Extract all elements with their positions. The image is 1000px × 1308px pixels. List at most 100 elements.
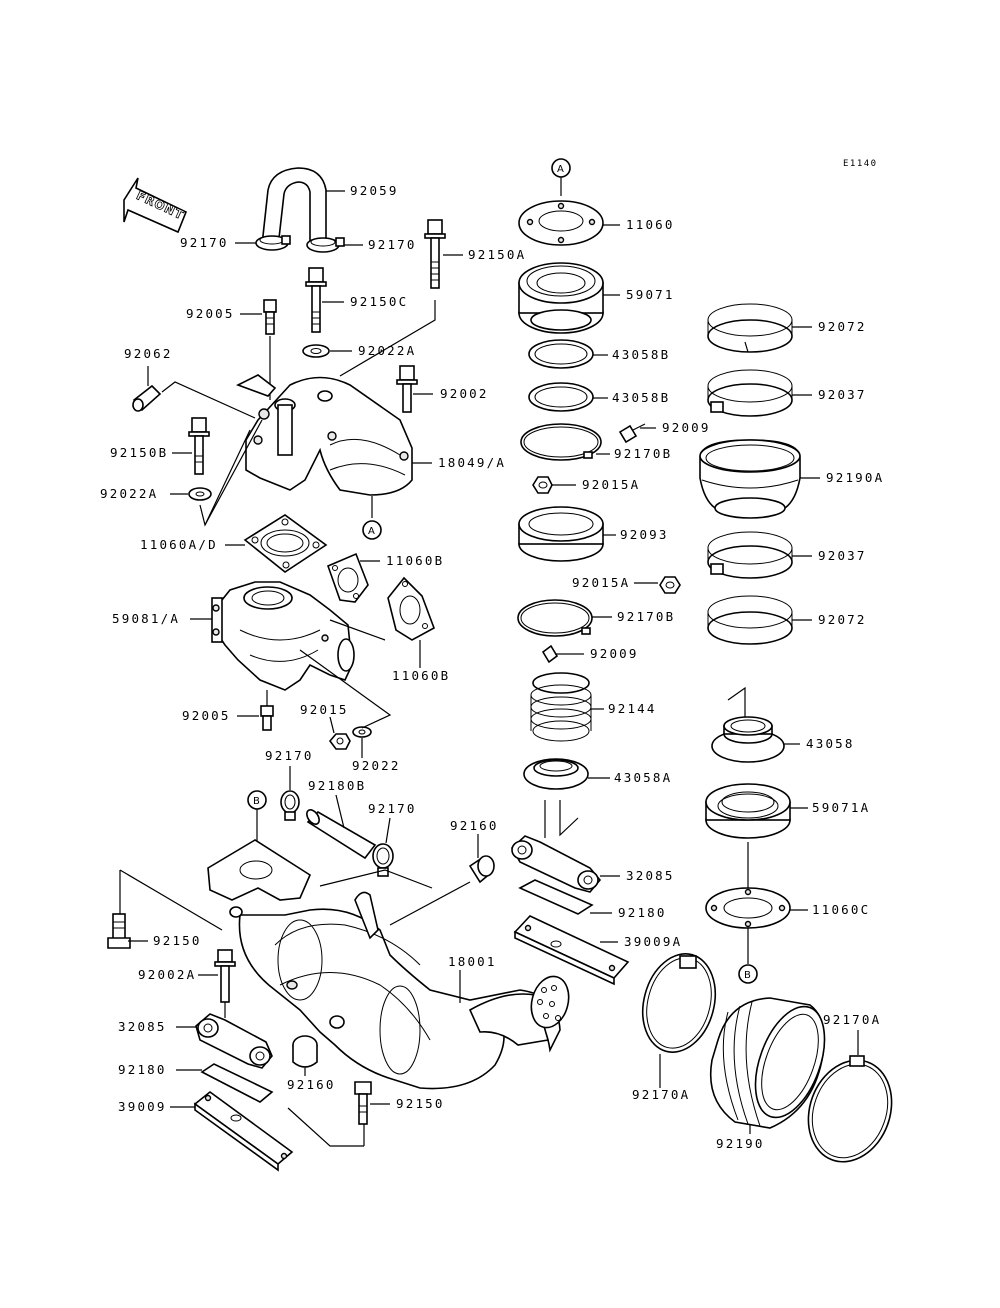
nut-92015A-bottom-part	[659, 576, 681, 594]
label-59071A: 59071A	[812, 800, 870, 815]
label-92190A: 92190A	[826, 470, 884, 485]
label-92190: 92190	[716, 1136, 765, 1151]
bolt-92150-left-part	[107, 913, 131, 949]
front-arrow-icon: FRONT	[123, 177, 188, 234]
bolt-92002A-part	[214, 949, 236, 1003]
label-92062: 92062	[124, 346, 173, 361]
label-92015: 92015	[300, 702, 349, 717]
clamp-92037-bottom-part	[707, 531, 793, 579]
label-92180-right: 92180	[618, 905, 667, 920]
label-92150C: 92150C	[350, 294, 408, 309]
marker-a-top-label: A	[557, 164, 564, 175]
label-92005-top: 92005	[186, 306, 235, 321]
shim-92180-right-part	[518, 879, 594, 915]
label-92170-right: 92170	[368, 237, 417, 252]
label-92144: 92144	[608, 701, 657, 716]
clamp-92037-top-part	[707, 369, 793, 417]
washer-92022A-top-part	[302, 344, 330, 358]
retainer-92093-part	[518, 506, 604, 562]
clamp-92170-mid1-part	[280, 790, 300, 821]
label-92002: 92002	[440, 386, 489, 401]
label-43058: 43058	[806, 736, 855, 751]
clamp-92170A-left-part	[642, 953, 716, 1053]
gasket-11060AD-part	[243, 514, 328, 573]
label-43058B-1: 43058B	[612, 347, 670, 362]
clamp-92170-mid2-part	[372, 843, 394, 877]
label-92170A-right: 92170A	[823, 1012, 881, 1027]
rubber-mount-92160-top-part	[468, 855, 495, 884]
rubber-mount-92160-bottom-part	[292, 1035, 318, 1068]
label-92059: 92059	[350, 183, 399, 198]
nut-92015-part	[328, 733, 351, 750]
gasket-11060B-bottom-part	[387, 576, 435, 641]
bolt-92002-part	[396, 365, 418, 413]
label-11060: 11060	[626, 217, 675, 232]
label-92160-top: 92160	[450, 818, 499, 833]
label-18049A: 18049/A	[438, 455, 506, 470]
hose-92180B-part	[306, 809, 377, 860]
label-92170B-bottom: 92170B	[617, 609, 675, 624]
label-92037-top: 92037	[818, 387, 867, 402]
gasket-11060C-part	[705, 887, 791, 929]
marker-a-mid	[362, 520, 382, 540]
bolt-92150B-part	[188, 417, 210, 475]
clamp-92170-left-part	[255, 235, 291, 251]
label-92170B-top: 92170B	[614, 446, 672, 461]
label-92009-top: 92009	[662, 420, 711, 435]
label-92015A-bottom: 92015A	[572, 575, 630, 590]
muffler-18001-part	[207, 839, 570, 1090]
label-92002A: 92002A	[138, 967, 196, 982]
gasket-11060-part	[518, 200, 604, 246]
label-92072-top: 92072	[818, 319, 867, 334]
label-92005-bottom: 92005	[182, 708, 231, 723]
band-92072-bottom-part	[707, 595, 793, 645]
housing-59071-part	[518, 262, 604, 334]
clamp-92170-right-part	[306, 237, 345, 253]
seal-43058-part	[711, 716, 785, 763]
screw-92009-bottom-part	[541, 644, 568, 664]
label-92170-left: 92170	[180, 235, 229, 250]
housing-59071A-part	[705, 783, 791, 839]
boot-92190-part	[709, 997, 826, 1129]
clamp-92170B-top-part	[520, 423, 602, 461]
label-18001: 18001	[448, 954, 497, 969]
nut-92015A-top-part	[532, 476, 553, 494]
label-92170-mid1: 92170	[265, 748, 314, 763]
seal-43058A-part	[523, 758, 589, 790]
label-32085-left: 32085	[118, 1019, 167, 1034]
spring-92144-part	[530, 672, 592, 742]
label-92022: 92022	[352, 758, 401, 773]
label-11060C: 11060C	[812, 902, 870, 917]
seal-43058B-2-part	[528, 382, 594, 412]
bolt-92150A-part	[424, 219, 446, 289]
clamp-92170B-bottom-part	[517, 599, 593, 637]
label-11060B-bottom: 11060B	[392, 668, 450, 683]
seal-43058B-1-part	[528, 339, 594, 369]
diagram-code: E1140	[843, 159, 878, 169]
marker-b-left-label: B	[253, 796, 260, 807]
label-92015A-top: 92015A	[582, 477, 640, 492]
gasket-11060B-top-part	[326, 552, 369, 603]
label-92160-bottom: 92160	[287, 1077, 336, 1092]
label-92009-bottom: 92009	[590, 646, 639, 661]
label-92150A: 92150A	[468, 247, 526, 262]
label-43058A: 43058A	[614, 770, 672, 785]
screw-92009-top-part	[618, 423, 646, 444]
band-92072-top-part	[707, 303, 793, 353]
washer-92022A-left-part	[188, 487, 212, 501]
label-92150-bottom: 92150	[396, 1096, 445, 1111]
plate-39009-part	[193, 1090, 294, 1172]
fitting-92005-top-part	[263, 299, 277, 335]
label-11060B-top: 11060B	[386, 553, 444, 568]
bolt-92150-bottom-part	[354, 1081, 372, 1125]
clamp-92170A-right-part	[807, 1055, 893, 1163]
label-59071: 59071	[626, 287, 675, 302]
label-39009: 39009	[118, 1099, 167, 1114]
label-11060AD: 11060A/D	[140, 537, 218, 552]
pin-92062-part	[132, 384, 162, 412]
label-92170A-left: 92170A	[632, 1087, 690, 1102]
label-92180-left: 92180	[118, 1062, 167, 1077]
label-32085-right: 32085	[626, 868, 675, 883]
